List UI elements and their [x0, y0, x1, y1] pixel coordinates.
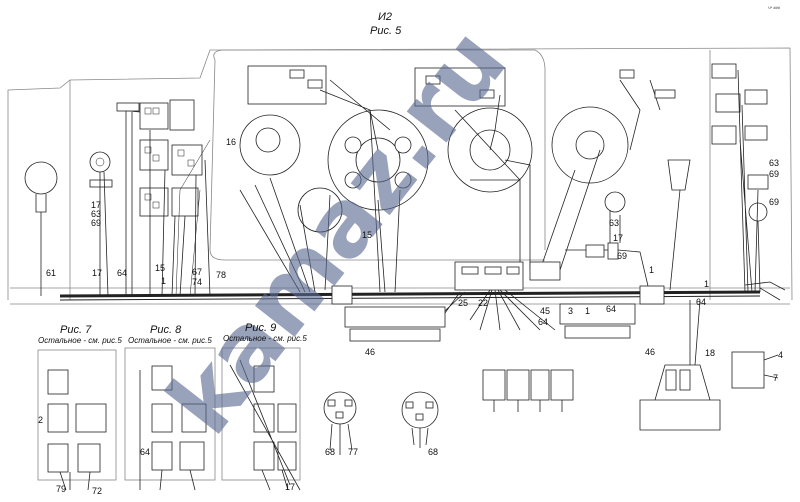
callout-1: 1 — [585, 306, 590, 316]
callout-3: 3 — [568, 306, 573, 316]
callout-15: 15 — [362, 230, 372, 240]
callout-61: 61 — [46, 268, 56, 278]
inset-panel-fig7 — [37, 349, 117, 491]
callout-4: 4 — [778, 350, 783, 360]
callout-78: 78 — [216, 270, 226, 280]
light-switch-diagram-1 — [323, 391, 357, 455]
callout-17: 17 — [613, 233, 623, 243]
upper-connectors — [247, 65, 676, 181]
callout-64: 64 — [538, 317, 548, 327]
callout-67: 67 — [192, 267, 202, 277]
callout-1: 1 — [649, 265, 654, 275]
watermark-text: kamaz.ru — [147, 9, 527, 454]
callout-69: 69 — [617, 251, 627, 261]
callout-63: 63 — [769, 158, 779, 168]
callout-15: 15 — [155, 263, 165, 273]
callout-69: 69 — [769, 169, 779, 179]
callout-69: 69 — [91, 218, 101, 228]
inset-panel-fig9 — [221, 347, 301, 491]
callout-64: 64 — [696, 297, 706, 307]
cab-outline — [7, 47, 793, 305]
small-gauge-left — [89, 151, 113, 297]
right-connectors — [667, 63, 769, 293]
callout-64: 64 — [606, 304, 616, 314]
fig7-subtitle: Остальное - см. рис.5 — [38, 336, 122, 345]
fig8-title: Рис. 8 — [150, 324, 182, 336]
corner-mark: Ч* ### — [768, 5, 781, 10]
callout-16: 16 — [226, 137, 236, 147]
callout-64: 64 — [117, 268, 127, 278]
callout-74: 74 — [192, 277, 202, 287]
callout-46: 46 — [365, 347, 375, 357]
callout-7: 7 — [773, 373, 778, 383]
callout-68: 68 — [428, 447, 438, 457]
callout-2: 2 — [38, 415, 43, 425]
switch-panel-left — [116, 99, 211, 297]
callout-18: 18 — [705, 348, 715, 358]
callout-68: 68 — [325, 447, 335, 457]
callout-69: 69 — [769, 197, 779, 207]
callout-79: 79 — [56, 484, 66, 494]
callout-17: 17 — [91, 200, 101, 210]
callout-46: 46 — [645, 347, 655, 357]
callout-labels: 61 17 64 15 1 67 74 78 17 63 69 16 15 25… — [38, 137, 783, 496]
callout-45: 45 — [540, 306, 550, 316]
callout-64: 64 — [140, 447, 150, 457]
callout-17: 17 — [92, 268, 102, 278]
light-switch-diagram-2 — [401, 391, 439, 448]
relay-block — [482, 369, 574, 412]
gauge-cluster — [239, 106, 629, 293]
callout-1: 1 — [161, 276, 166, 286]
figure-title: Рис. 5 — [370, 25, 402, 37]
callout-63: 63 — [609, 218, 619, 228]
center-junction — [429, 261, 561, 331]
bottom-right-unit — [639, 281, 786, 431]
callout-72: 72 — [92, 486, 102, 496]
lamp-component — [24, 161, 58, 296]
fig9-subtitle: Остальное - см. рис.5 — [223, 334, 307, 343]
fig9-title: Рис. 9 — [245, 322, 276, 334]
callout-77: 77 — [348, 447, 358, 457]
callout-63: 63 — [91, 209, 101, 219]
lower-connector-row — [331, 191, 665, 342]
callout-22: 22 — [478, 298, 488, 308]
fig7-title: Рис. 7 — [60, 324, 92, 336]
callout-25: 25 — [458, 298, 468, 308]
diagram-code: И2 — [378, 11, 392, 23]
callout-1: 1 — [704, 279, 709, 289]
inset-panel-fig8 — [124, 347, 216, 491]
callout-17: 17 — [285, 482, 295, 492]
fig8-subtitle: Остальное - см. рис.5 — [128, 336, 212, 345]
